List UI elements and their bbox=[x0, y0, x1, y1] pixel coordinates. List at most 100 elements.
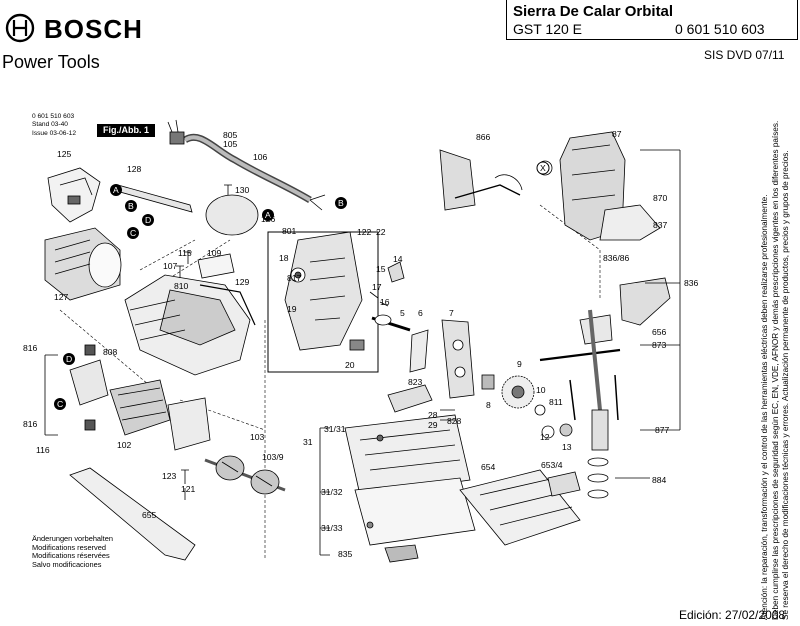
part-labels: 125 128 805 105 106 130 126 801 122 22 1… bbox=[23, 129, 699, 559]
callout-x-icon: X bbox=[536, 161, 550, 175]
part-label: 866 bbox=[476, 132, 491, 142]
part-label: 13 bbox=[562, 442, 572, 452]
part-125-cap bbox=[47, 167, 101, 223]
part-label: 121 bbox=[181, 484, 196, 494]
part-label: 808 bbox=[103, 347, 118, 357]
dvd-label: SIS DVD 07/11 bbox=[704, 48, 785, 62]
part-label: 106 bbox=[253, 152, 268, 162]
part-label: 22 bbox=[376, 227, 386, 237]
part-label: 31/31 bbox=[324, 424, 346, 434]
changes-line: Modifications réservées bbox=[32, 551, 110, 561]
bosch-logo-icon bbox=[5, 13, 35, 43]
part-label: 128 bbox=[127, 164, 142, 174]
part-label: 9 bbox=[517, 359, 522, 369]
part-label: 16 bbox=[380, 297, 390, 307]
part-655-tube bbox=[69, 467, 196, 561]
model-name: GST 120 E bbox=[513, 21, 583, 37]
svg-text:C: C bbox=[57, 399, 63, 409]
part-127-housing bbox=[44, 227, 122, 301]
part-label: 836 bbox=[684, 278, 699, 288]
callout-c-icon: C bbox=[127, 227, 139, 239]
callouts: A B D C A B D C X bbox=[54, 161, 550, 410]
part-label: 10 bbox=[536, 385, 546, 395]
part-label: 115 bbox=[178, 248, 192, 258]
part-label: 823 bbox=[408, 377, 423, 387]
part-label: 810 bbox=[174, 281, 189, 291]
svg-text:B: B bbox=[128, 201, 134, 211]
part-label: 29 bbox=[428, 420, 438, 430]
figure-label: Fig./Abb. 1 bbox=[97, 124, 155, 137]
changes-line: Salvo modificaciones bbox=[32, 559, 102, 569]
brand-subtitle: Power Tools bbox=[2, 52, 100, 72]
part-801-gearbox bbox=[284, 231, 365, 351]
part-label: 116 bbox=[36, 445, 50, 455]
part-label: 816 bbox=[23, 343, 38, 353]
svg-text:A: A bbox=[113, 185, 119, 195]
part-label: 126 bbox=[261, 214, 276, 224]
stand-line: Issue 03-06-12 bbox=[32, 129, 76, 137]
part-103-armature bbox=[204, 455, 286, 495]
svg-text:X: X bbox=[540, 163, 546, 173]
stand-line: Stand 03-40 bbox=[32, 121, 68, 129]
modifications-note: Änderungen vorbehalten Modifications res… bbox=[32, 534, 113, 569]
callout-b-icon: B bbox=[125, 200, 137, 212]
part-label: 8 bbox=[486, 400, 491, 410]
part-label: 20 bbox=[345, 360, 355, 370]
part-label: 31/33 bbox=[321, 523, 343, 533]
part-label: 801 bbox=[282, 226, 297, 236]
part-label: 31/32 bbox=[321, 487, 343, 497]
part-label: 127 bbox=[54, 292, 69, 302]
part-label: 87 bbox=[612, 129, 622, 139]
part-label: 873 bbox=[652, 340, 667, 350]
part-label: 129 bbox=[235, 277, 250, 287]
svg-text:A: A bbox=[265, 210, 271, 220]
part-label: 655 bbox=[142, 510, 157, 520]
part-label: 654 bbox=[481, 462, 496, 472]
part-label: 103 bbox=[250, 432, 265, 442]
callout-a2-icon: A bbox=[262, 209, 274, 221]
part-label: 123 bbox=[162, 471, 177, 481]
part-label: 125 bbox=[57, 149, 72, 159]
part-label: 5 bbox=[400, 308, 405, 318]
part-label: 17 bbox=[372, 282, 382, 292]
part-label: 653/4 bbox=[541, 460, 563, 470]
part-102-stator bbox=[109, 379, 171, 436]
part-label: 15 bbox=[376, 264, 386, 274]
part-label: 835 bbox=[338, 549, 353, 559]
edition-date: Edición: 27/02/2008 bbox=[679, 608, 786, 622]
part-31-base-plate bbox=[344, 414, 471, 496]
svg-text:C: C bbox=[130, 228, 136, 238]
part-label: 31 bbox=[303, 437, 313, 447]
part-label: 122 bbox=[357, 227, 372, 237]
part-label: 18 bbox=[279, 253, 289, 263]
svg-text:D: D bbox=[66, 354, 72, 364]
part-label: 19 bbox=[287, 304, 297, 314]
callout-d-icon: D bbox=[142, 214, 154, 226]
callout-a-icon: A bbox=[110, 184, 122, 196]
part-label: 6 bbox=[418, 308, 423, 318]
part-866-assembly bbox=[439, 149, 523, 211]
part-label: 836/86 bbox=[603, 253, 630, 263]
part-label: 656 bbox=[652, 327, 667, 337]
part-810-housing bbox=[124, 274, 256, 376]
part-label: 870 bbox=[653, 193, 668, 203]
part-label: 884 bbox=[652, 475, 667, 485]
part-label: 103/9 bbox=[262, 452, 284, 462]
part-label: 805 bbox=[223, 130, 238, 140]
changes-line: Modifications reserved bbox=[32, 542, 106, 552]
part-label: 816 bbox=[23, 419, 38, 429]
stand-line: 0 601 510 603 bbox=[32, 113, 75, 120]
part-label: 877 bbox=[655, 425, 670, 435]
part-label: 12 bbox=[540, 432, 550, 442]
part-label: 28 bbox=[428, 410, 438, 420]
part-label: 811 bbox=[549, 397, 563, 407]
brand-name: BOSCH bbox=[44, 14, 143, 44]
title-block bbox=[506, 0, 798, 40]
part-label: 7 bbox=[449, 308, 454, 318]
part-label: 109 bbox=[207, 248, 222, 258]
part-label: 837 bbox=[653, 220, 668, 230]
part-126-disc bbox=[205, 194, 259, 236]
part-label: 817 bbox=[287, 273, 302, 283]
callout-d2-icon: D bbox=[63, 353, 75, 365]
part-label: 102 bbox=[117, 440, 132, 450]
